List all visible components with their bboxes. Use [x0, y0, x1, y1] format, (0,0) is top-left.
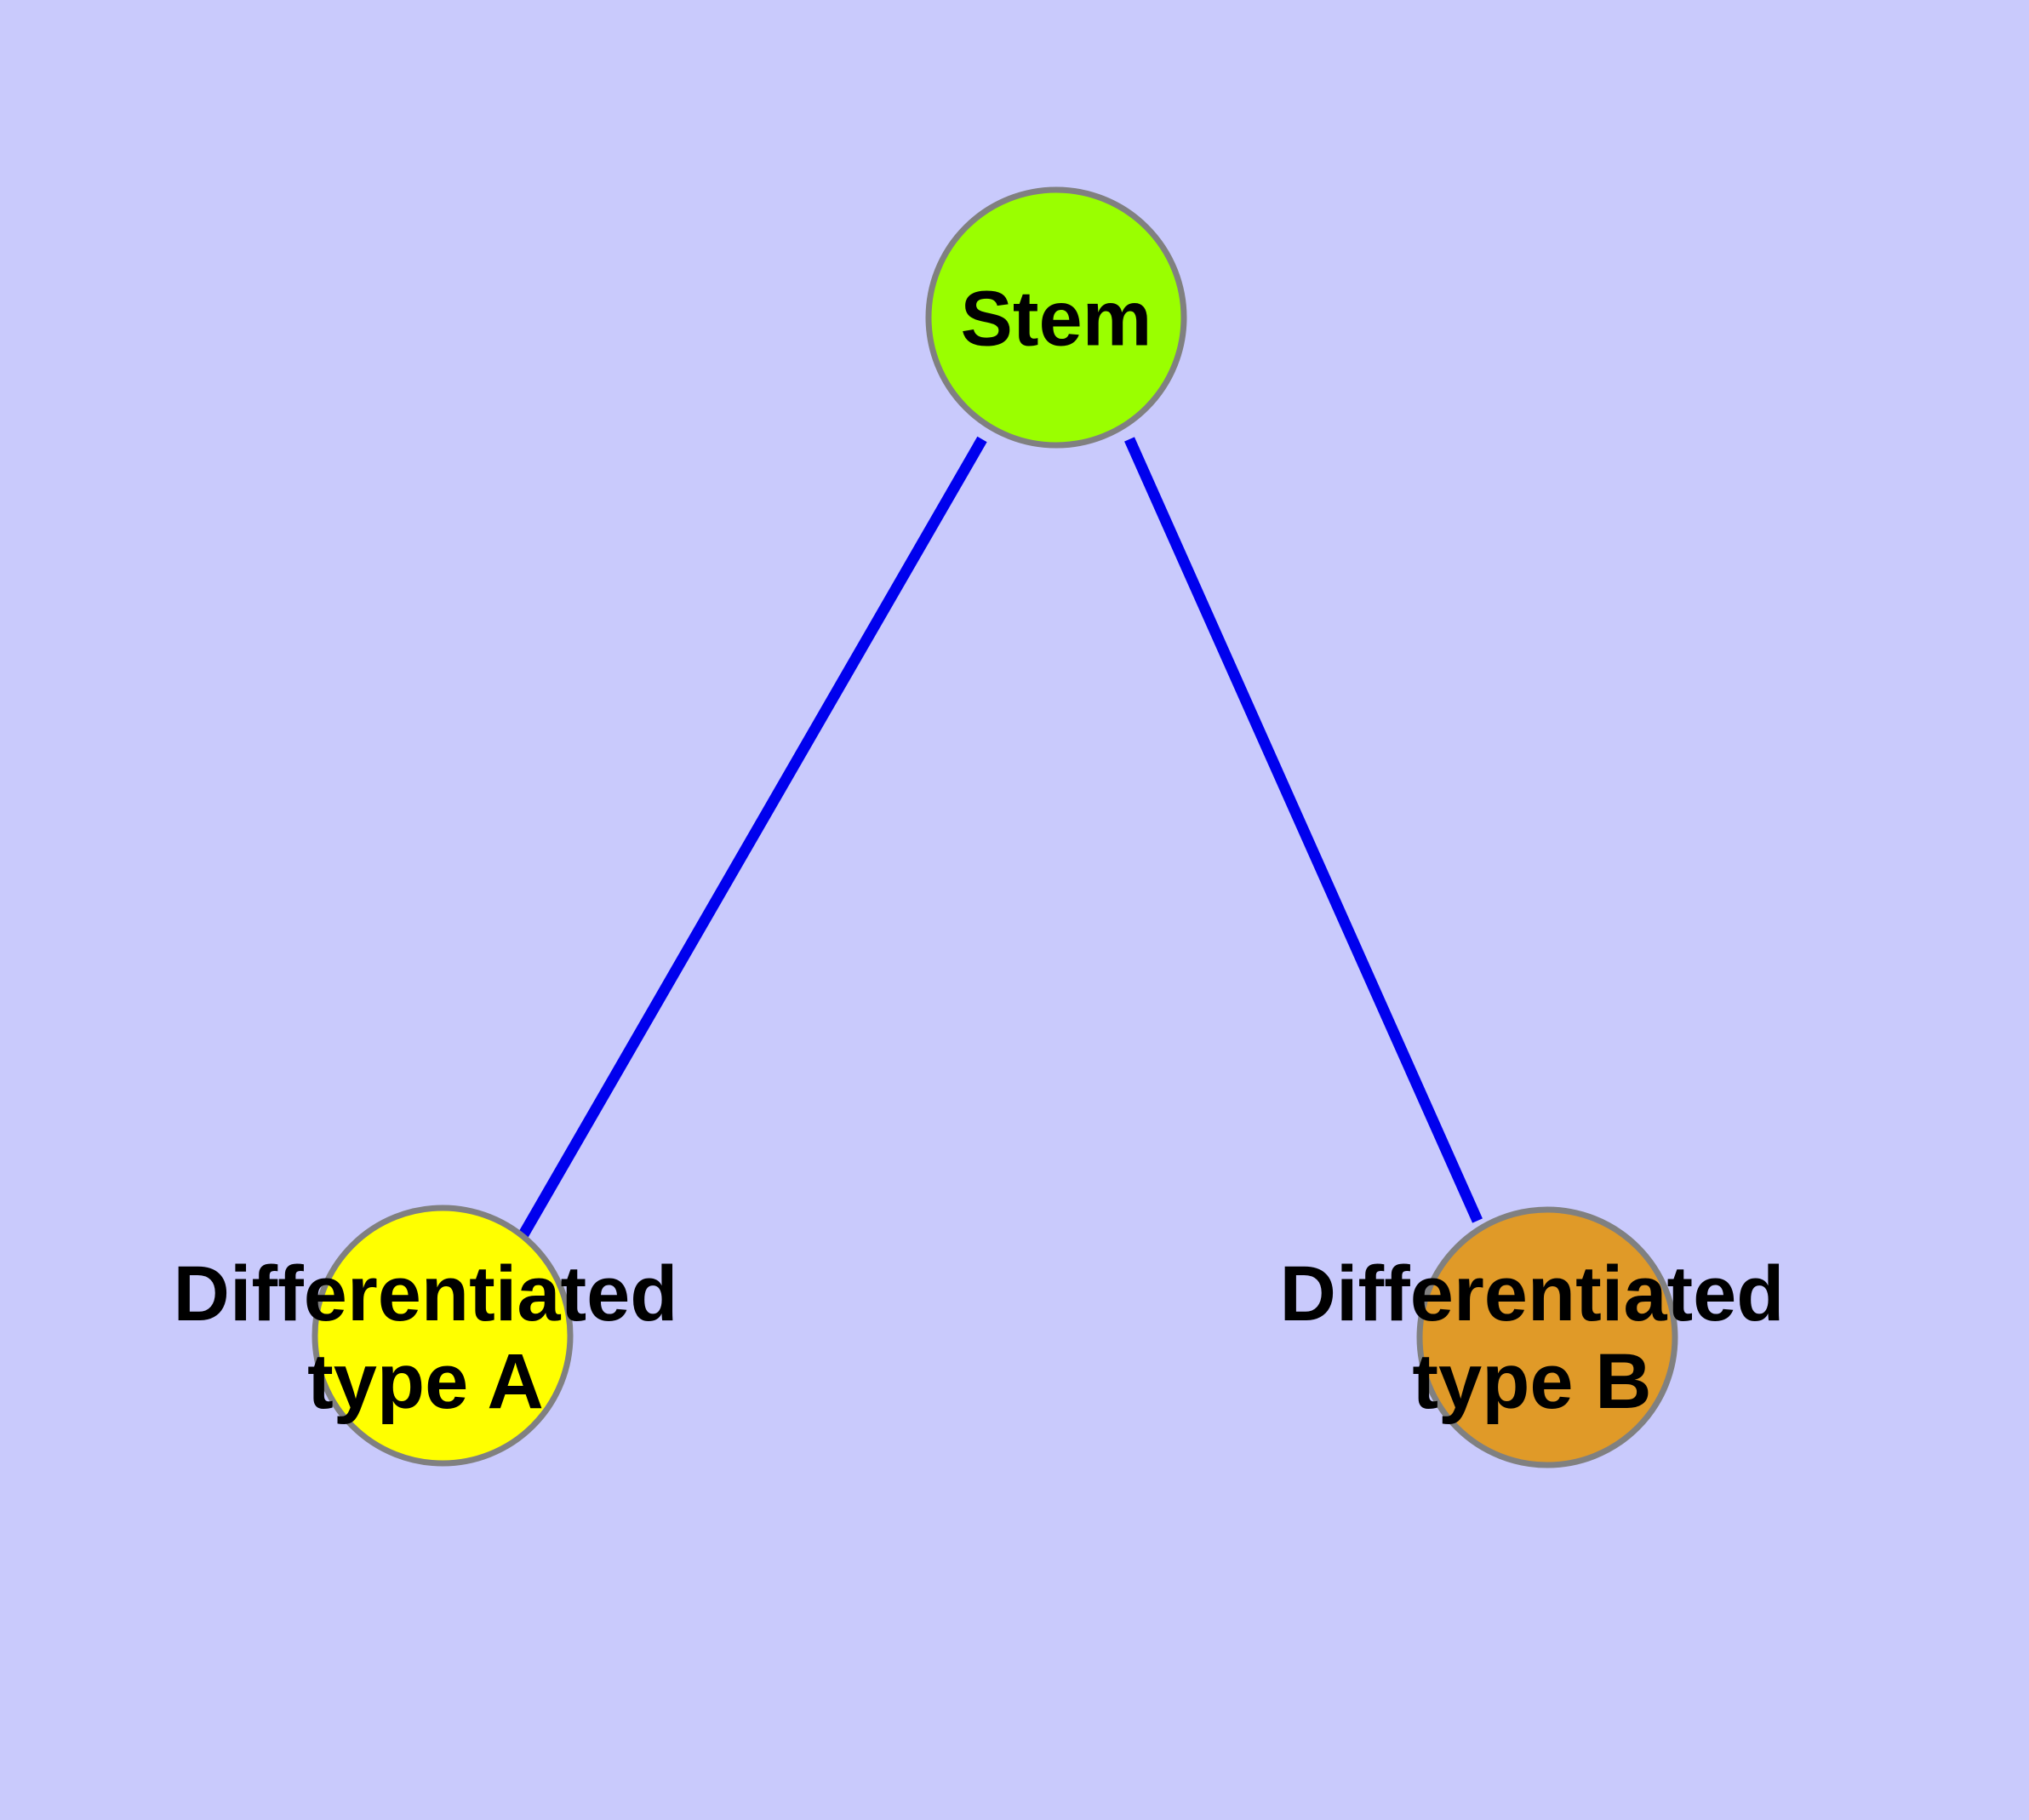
node-differentiated-type-b[interactable]: [1416, 1206, 1678, 1468]
edge-layer: [517, 436, 1483, 1239]
node-stem[interactable]: [925, 186, 1187, 449]
node-layer: [311, 186, 1678, 1468]
node-differentiated-type-a[interactable]: [311, 1205, 574, 1467]
edge-stem-to-type-b[interactable]: [1124, 437, 1483, 1223]
edge-stem-to-type-a[interactable]: [517, 436, 987, 1239]
